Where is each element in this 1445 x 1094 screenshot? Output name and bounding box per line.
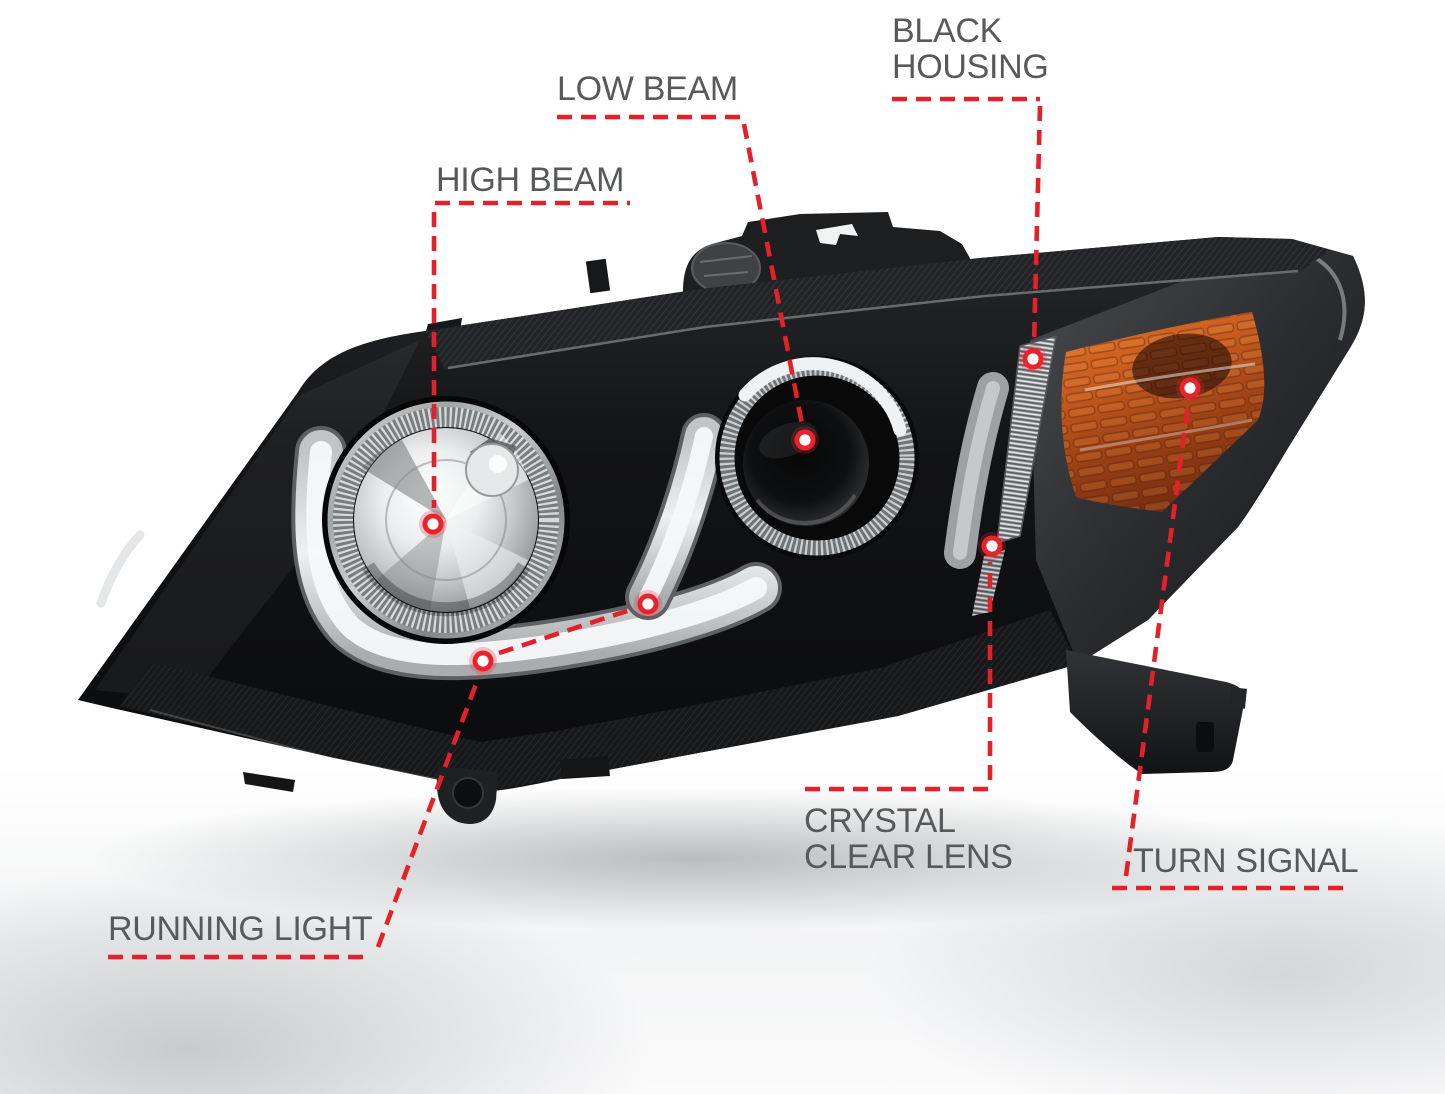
headlight-body [78,212,1365,824]
marker-dot-turn-signal [1176,374,1204,402]
gray-trim-band [944,372,1009,569]
running-light-tube [96,413,782,681]
callout-label-high-beam: HIGH BEAM [436,161,625,199]
leader-line-high-beam [431,200,630,508]
marker-dot-low-beam [791,426,819,454]
low-beam-projector [715,356,919,560]
marker-dot-running-light-b [634,590,662,618]
leader-line-running-light [108,606,634,960]
marker-dot-high-beam [419,510,447,538]
high-beam-lamp [322,396,570,644]
mounting-bracket-right [1066,650,1248,774]
leader-line-low-beam [557,114,805,425]
callout-label-turn-signal: TURN SIGNAL [1133,842,1359,880]
marker-dot-running-light-a [469,647,497,675]
marker-dot-crystal-clear-lens [978,532,1006,560]
leader-line-black-housing [892,96,1043,345]
callout-label-crystal-clear-lens: CRYSTAL CLEAR LENS [804,802,1013,877]
turn-signal-lens [1061,312,1265,512]
leader-line-crystal-clear-lens [805,562,993,792]
callout-label-black-housing: BLACK HOUSING [892,12,1049,87]
mounting-foot [243,756,610,824]
leader-line-turn-signal [1112,403,1344,891]
callout-label-low-beam: LOW BEAM [557,70,738,108]
marker-dot-black-housing [1019,345,1047,373]
marker-dots [419,345,1204,675]
top-texture-band [425,237,1330,370]
bottom-texture-band [120,610,1078,791]
callout-label-running-light: RUNNING LIGHT [108,910,373,948]
